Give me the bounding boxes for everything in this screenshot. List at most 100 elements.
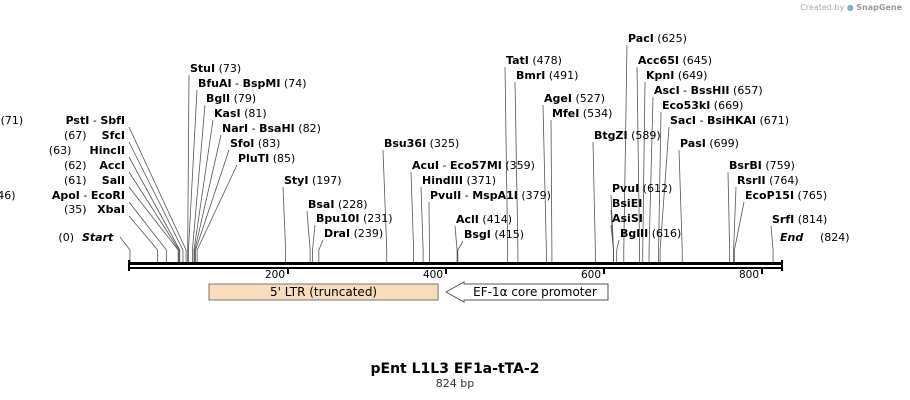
site-label-sfci-position: (67) xyxy=(64,129,87,142)
ruler-label-600: 600 xyxy=(581,269,601,281)
site-label-styi: StyI (197) xyxy=(284,174,342,187)
site-label-eco53ki-leader xyxy=(658,111,662,262)
site-label-psti-sbfi-leader xyxy=(128,126,187,262)
ruler-tick-400 xyxy=(445,269,448,274)
site-label-btgzi: BtgZI (589) xyxy=(594,129,661,142)
site-label-bsrbi-leader xyxy=(727,171,731,262)
position-ruler: 200 400 600 800 xyxy=(265,269,764,281)
feature-ef-1-core-promoter[interactable] xyxy=(444,281,609,303)
site-label-hincii-position: (63) xyxy=(49,144,72,157)
site-label-sali-leader xyxy=(128,186,179,262)
end-label: End xyxy=(780,231,803,244)
ruler-label-400: 400 xyxy=(423,269,443,281)
site-label-pasi-leader xyxy=(678,149,683,262)
site-label-ecop15i-leader xyxy=(733,201,745,262)
start-label: Start xyxy=(82,231,114,244)
site-label-acui-eco57mi-leader xyxy=(410,171,415,262)
site-label-acci-position: (62) xyxy=(64,159,87,172)
start-leader xyxy=(119,236,131,262)
site-label-mfei: MfeI (534) xyxy=(552,107,612,120)
site-label-hincii: HincII xyxy=(89,144,125,157)
site-label-drai-leader xyxy=(318,239,324,262)
feature-ef-1-core-promoter-label: EF-1α core promoter xyxy=(473,285,597,299)
site-label-rsrii: RsrII (764) xyxy=(737,174,799,187)
site-label-bsu36i: Bsu36I (325) xyxy=(384,137,459,150)
site-label-pluti: PluTI (85) xyxy=(238,152,295,165)
credit-brand: SnapGene xyxy=(856,3,902,12)
site-label-paci-leader xyxy=(623,44,628,262)
site-label-pluti-leader xyxy=(196,164,238,262)
ruler-tick-600 xyxy=(603,269,606,274)
site-label-saci-bsihkai-leader xyxy=(659,126,670,262)
site-label-kpni-leader xyxy=(642,81,646,262)
snapgene-logo-icon: ● xyxy=(846,3,854,12)
site-label-psti-sbfi: PstI - SbfI xyxy=(66,114,125,127)
site-label-agei: AgeI (527) xyxy=(544,92,605,105)
site-label-acc65i: Acc65I (645) xyxy=(638,54,712,67)
site-label-bsiei: BsiEI xyxy=(612,197,642,210)
site-label-kasi-leader xyxy=(193,119,214,262)
site-label-sfci: SfcI xyxy=(102,129,125,142)
site-label-bsai: BsaI (228) xyxy=(308,198,368,211)
site-label-acci: AccI xyxy=(99,159,125,172)
site-label-acui-eco57mi: AcuI - Eco57MI (359) xyxy=(412,159,535,172)
plasmid-title: pEnt L1L3 EF1a-tTA-2 xyxy=(370,361,540,377)
site-label-sali: SalI xyxy=(102,174,125,187)
site-label-asisi-leader xyxy=(610,224,614,262)
ruler-label-800: 800 xyxy=(739,269,759,281)
site-label-bsai-leader xyxy=(306,210,311,262)
site-leader-lines xyxy=(119,44,774,262)
site-label-xbai: XbaI xyxy=(97,203,125,216)
site-label-tati: TatI (478) xyxy=(506,54,562,67)
ruler-label-200: 200 xyxy=(265,269,285,281)
site-label-bsrbi: BsrBI (759) xyxy=(729,159,795,172)
site-label-acc65i-leader xyxy=(636,66,640,262)
site-label-srfi-leader xyxy=(770,225,774,262)
site-label-bmri: BmrI (491) xyxy=(516,69,578,82)
site-label-nari-bsahi: NarI - BsaHI (82) xyxy=(222,122,321,135)
site-label-paci: PacI (625) xyxy=(628,32,687,45)
backbone-strand-bottom xyxy=(128,267,783,269)
plasmid-length: 824 bp xyxy=(435,377,475,390)
site-label-pvui: PvuI (612) xyxy=(612,182,672,195)
site-label-hindiii: HindIII (371) xyxy=(422,174,496,187)
site-label-pvuii-mspa1i: PvuII - MspA1I (379) xyxy=(430,189,551,202)
site-label-eco53ki: Eco53kI (669) xyxy=(662,99,743,112)
ruler-tick-800 xyxy=(761,269,764,274)
site-label-xbai-leader xyxy=(128,215,159,262)
site-label-asci-bsshii: AscI - BssHII (657) xyxy=(654,84,763,97)
backbone-cap-right xyxy=(781,260,783,271)
site-label-acci-leader xyxy=(128,171,180,262)
site-label-apoi-ecori-leader xyxy=(128,201,167,262)
site-label-saci-bsihkai: SacI - BsiHKAI (671) xyxy=(670,114,789,127)
ruler-tick-200 xyxy=(287,269,290,274)
site-label-stui: StuI (73) xyxy=(190,62,241,75)
site-label-acli: AclI (414) xyxy=(456,213,512,226)
site-label-rsrii-leader xyxy=(733,186,737,262)
site-label-xbai-position: (35) xyxy=(64,203,87,216)
site-label-styi-leader xyxy=(282,186,287,262)
site-label-sfci-leader xyxy=(128,141,184,262)
feature-track: 5' LTR (truncated)EF-1α core promoter xyxy=(208,281,609,303)
site-label-bglii-leader xyxy=(616,239,620,262)
site-label-srfi: SrfI (814) xyxy=(772,213,827,226)
site-label-bpu10i: Bpu10I (231) xyxy=(316,212,393,225)
end-position: (824) xyxy=(820,231,850,244)
site-label-tati-leader xyxy=(504,66,509,262)
site-label-btgzi-leader xyxy=(592,141,596,262)
site-label-asisi: AsiSI xyxy=(612,212,643,225)
site-label-bgli: BglI (79) xyxy=(206,92,256,105)
site-label-sali-position: (61) xyxy=(64,174,87,187)
site-label-apoi-ecori-position: (46) xyxy=(0,189,16,202)
site-label-nari-bsahi-leader xyxy=(194,134,222,262)
site-label-bfuai-bspmi: BfuAI - BspMI (74) xyxy=(198,77,307,90)
site-label-acli-leader xyxy=(454,225,458,262)
credit-prefix: Created by xyxy=(800,3,845,12)
start-position: (0) xyxy=(58,231,74,244)
site-label-kpni: KpnI (649) xyxy=(646,69,707,82)
site-label-apoi-ecori: ApoI - EcoRI xyxy=(52,189,125,202)
site-label-asci-bsshii-leader xyxy=(648,96,654,262)
site-label-hincii-leader xyxy=(128,156,181,262)
feature-5-ltr-truncated[interactable] xyxy=(208,283,439,301)
